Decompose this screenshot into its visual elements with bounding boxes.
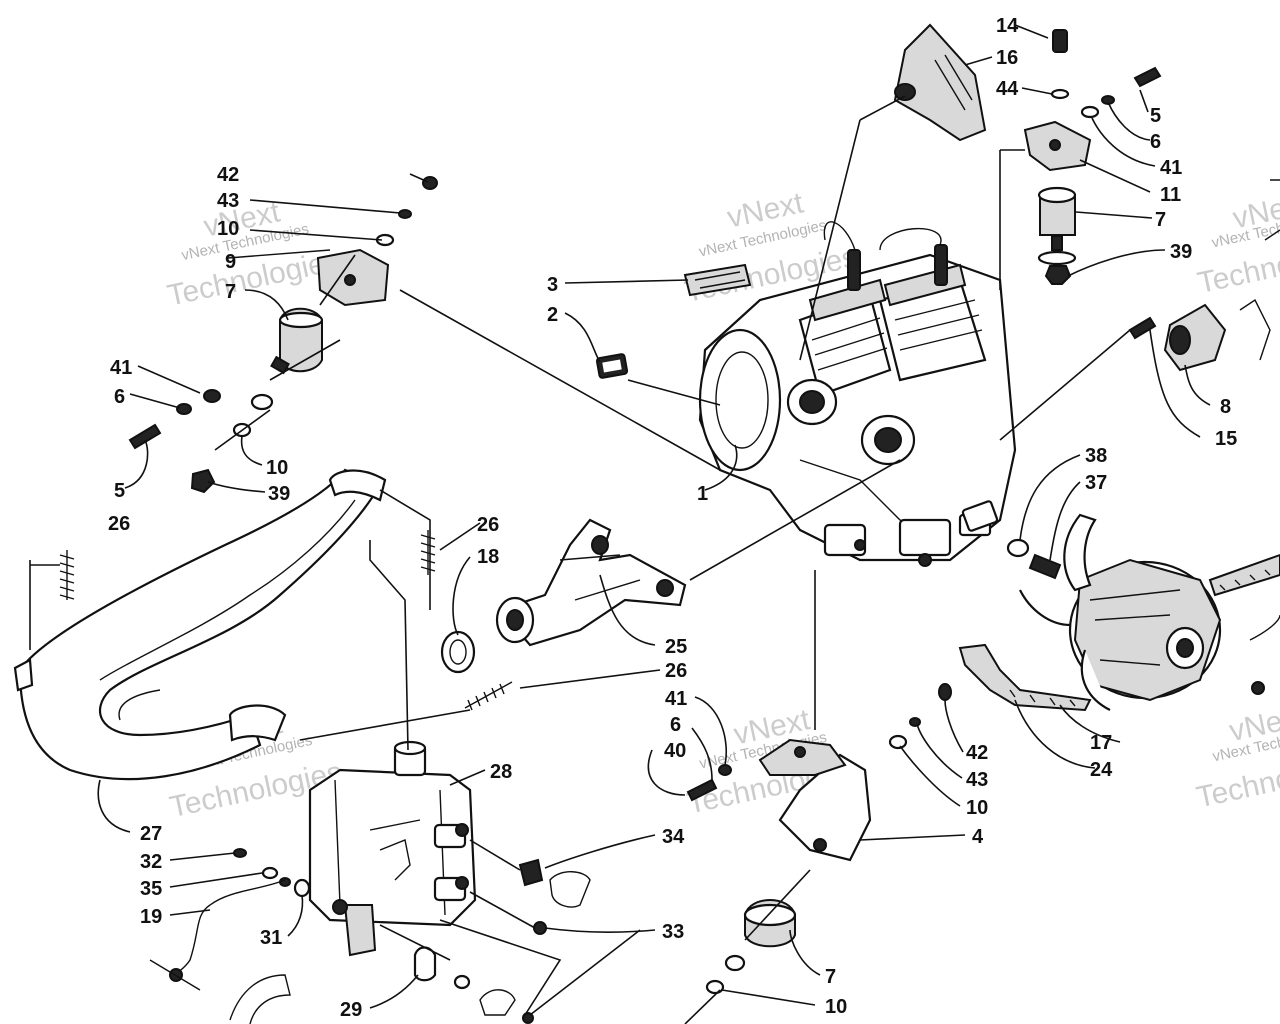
callout-17: 17	[1090, 732, 1112, 754]
callout-1: 1	[697, 483, 708, 505]
callout-11: 11	[1160, 184, 1181, 206]
callout-26: 26	[665, 660, 687, 682]
callout-10: 10	[966, 797, 988, 819]
exhaust-manifold	[440, 518, 687, 674]
callout-26: 26	[108, 513, 130, 535]
front-mount-bracket	[686, 683, 952, 995]
engine-block	[698, 221, 1017, 567]
callout-41: 41	[665, 688, 687, 710]
leader-lines	[29, 24, 1211, 1024]
callout-33: 33	[662, 921, 684, 943]
callout-42: 42	[966, 742, 988, 764]
callout-41: 41	[1160, 157, 1182, 179]
callout-44: 44	[996, 78, 1019, 100]
callout-7: 7	[225, 281, 236, 303]
callout-31: 31	[260, 927, 282, 949]
drive-clutch	[958, 513, 1280, 712]
callout-10: 10	[825, 996, 847, 1018]
callout-26: 26	[477, 514, 499, 536]
callout-8: 8	[1220, 396, 1231, 418]
callout-19: 19	[140, 906, 162, 928]
callout-10: 10	[217, 218, 239, 240]
callout-9: 9	[225, 251, 236, 273]
callout-28: 28	[490, 761, 512, 783]
muffler-hardware	[149, 848, 591, 1024]
callout-39: 39	[1170, 241, 1192, 263]
callout-29: 29	[340, 999, 362, 1021]
callout-27: 27	[140, 823, 162, 845]
callout-39: 39	[268, 483, 290, 505]
callout-5: 5	[1150, 105, 1161, 127]
callout-43: 43	[217, 190, 239, 212]
callout-14: 14	[996, 15, 1019, 37]
callout-18: 18	[477, 546, 499, 568]
callout-4: 4	[972, 826, 984, 848]
callout-38: 38	[1085, 445, 1107, 467]
callout-5: 5	[114, 480, 125, 502]
callout-6: 6	[1150, 131, 1161, 153]
exhaust-pipe	[13, 468, 387, 781]
callout-32: 32	[140, 851, 162, 873]
callout-42: 42	[217, 164, 239, 186]
callout-10: 10	[266, 457, 288, 479]
callout-34: 34	[662, 826, 685, 848]
callout-7: 7	[1155, 209, 1166, 231]
callout-15: 15	[1215, 428, 1237, 450]
callout-2: 2	[547, 304, 558, 326]
callout-43: 43	[966, 769, 988, 791]
callout-7: 7	[825, 966, 836, 988]
left-mount-parts	[128, 176, 438, 494]
engine-accessories	[595, 263, 752, 379]
callout-40: 40	[664, 740, 686, 762]
callout-37: 37	[1085, 472, 1107, 494]
right-mount-parts	[1128, 179, 1280, 372]
watermark-top-left: vNext vNext Technologies Technologies	[164, 195, 342, 312]
springs	[59, 530, 513, 711]
callout-labels: 14 16 44 5 6 41 11 7 39 42 43 10 9 7 41 …	[108, 15, 1237, 1021]
top-mount-bracket	[893, 23, 1162, 285]
callout-3: 3	[547, 274, 558, 296]
callout-35: 35	[140, 878, 162, 900]
muffler	[308, 740, 477, 957]
watermark-top-right: vNext vNext Technologies Technologies	[1195, 187, 1280, 300]
callout-25: 25	[665, 636, 687, 658]
callout-6: 6	[114, 386, 125, 408]
watermark-bottom-right: vNext vNext Technologies Technologies	[1194, 700, 1280, 815]
callout-24: 24	[1090, 759, 1113, 781]
callout-16: 16	[996, 47, 1018, 69]
callout-41: 41	[110, 357, 132, 379]
callout-6: 6	[670, 714, 681, 736]
